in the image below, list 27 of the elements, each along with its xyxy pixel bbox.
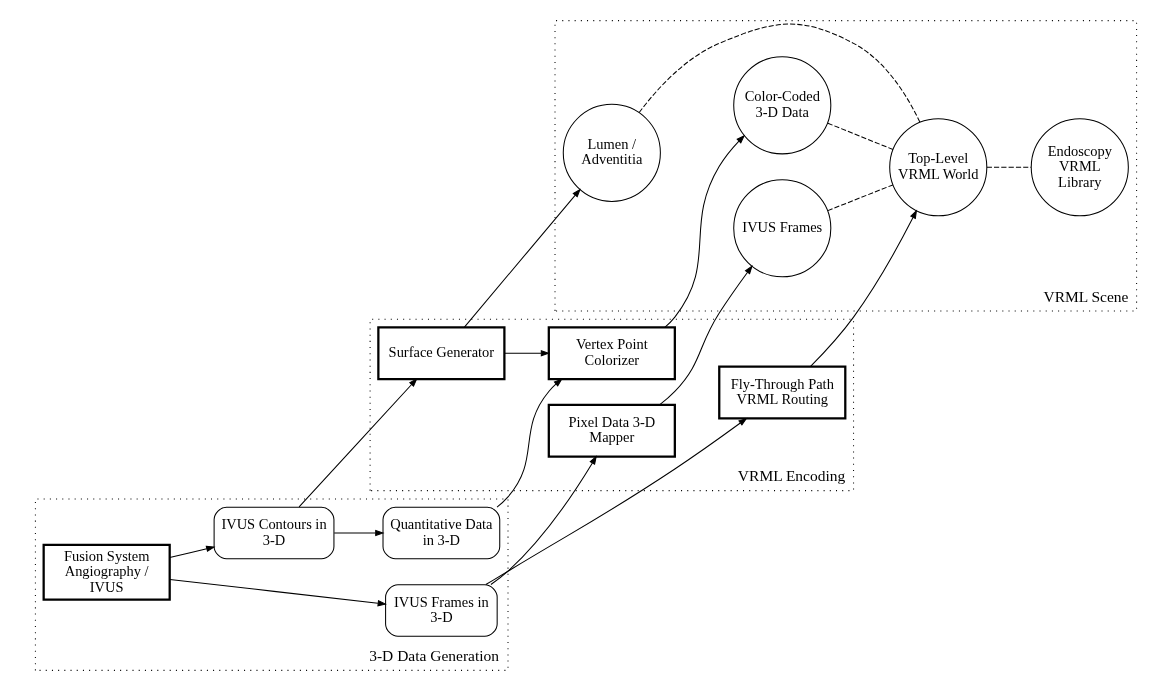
node-box: IVUS Frames in 3-D bbox=[384, 584, 498, 637]
arrow bbox=[489, 455, 597, 586]
connector bbox=[985, 166, 1031, 168]
connector bbox=[826, 122, 894, 151]
connector bbox=[826, 184, 893, 212]
arrow bbox=[809, 209, 917, 368]
node-box: Fusion System Angiography / IVUS bbox=[42, 543, 171, 601]
node-box: Pixel Data 3-D Mapper bbox=[547, 403, 676, 458]
arrow bbox=[168, 545, 215, 559]
arrow bbox=[168, 578, 387, 607]
arrow bbox=[658, 265, 753, 406]
node-circle: Endoscopy VRML Library bbox=[1030, 118, 1129, 217]
arrow bbox=[484, 417, 747, 586]
connector bbox=[638, 23, 920, 123]
arrow bbox=[333, 529, 384, 537]
node-box: Surface Generator bbox=[376, 326, 506, 381]
node-box: Vertex Point Colorizer bbox=[547, 326, 676, 381]
node-box: IVUS Contours in 3-D bbox=[213, 506, 334, 560]
node-circle: Lumen / Adventitia bbox=[562, 103, 661, 202]
node-circle: Top-Level VRML World bbox=[888, 118, 987, 217]
arrow bbox=[663, 134, 745, 328]
node-box: Quantitative Data in 3-D bbox=[382, 506, 500, 560]
arrow bbox=[496, 378, 563, 508]
arrow bbox=[503, 350, 550, 357]
arrow bbox=[463, 188, 581, 328]
arrow bbox=[298, 378, 418, 508]
node-box: Fly-Through Path VRML Routing bbox=[717, 365, 846, 420]
